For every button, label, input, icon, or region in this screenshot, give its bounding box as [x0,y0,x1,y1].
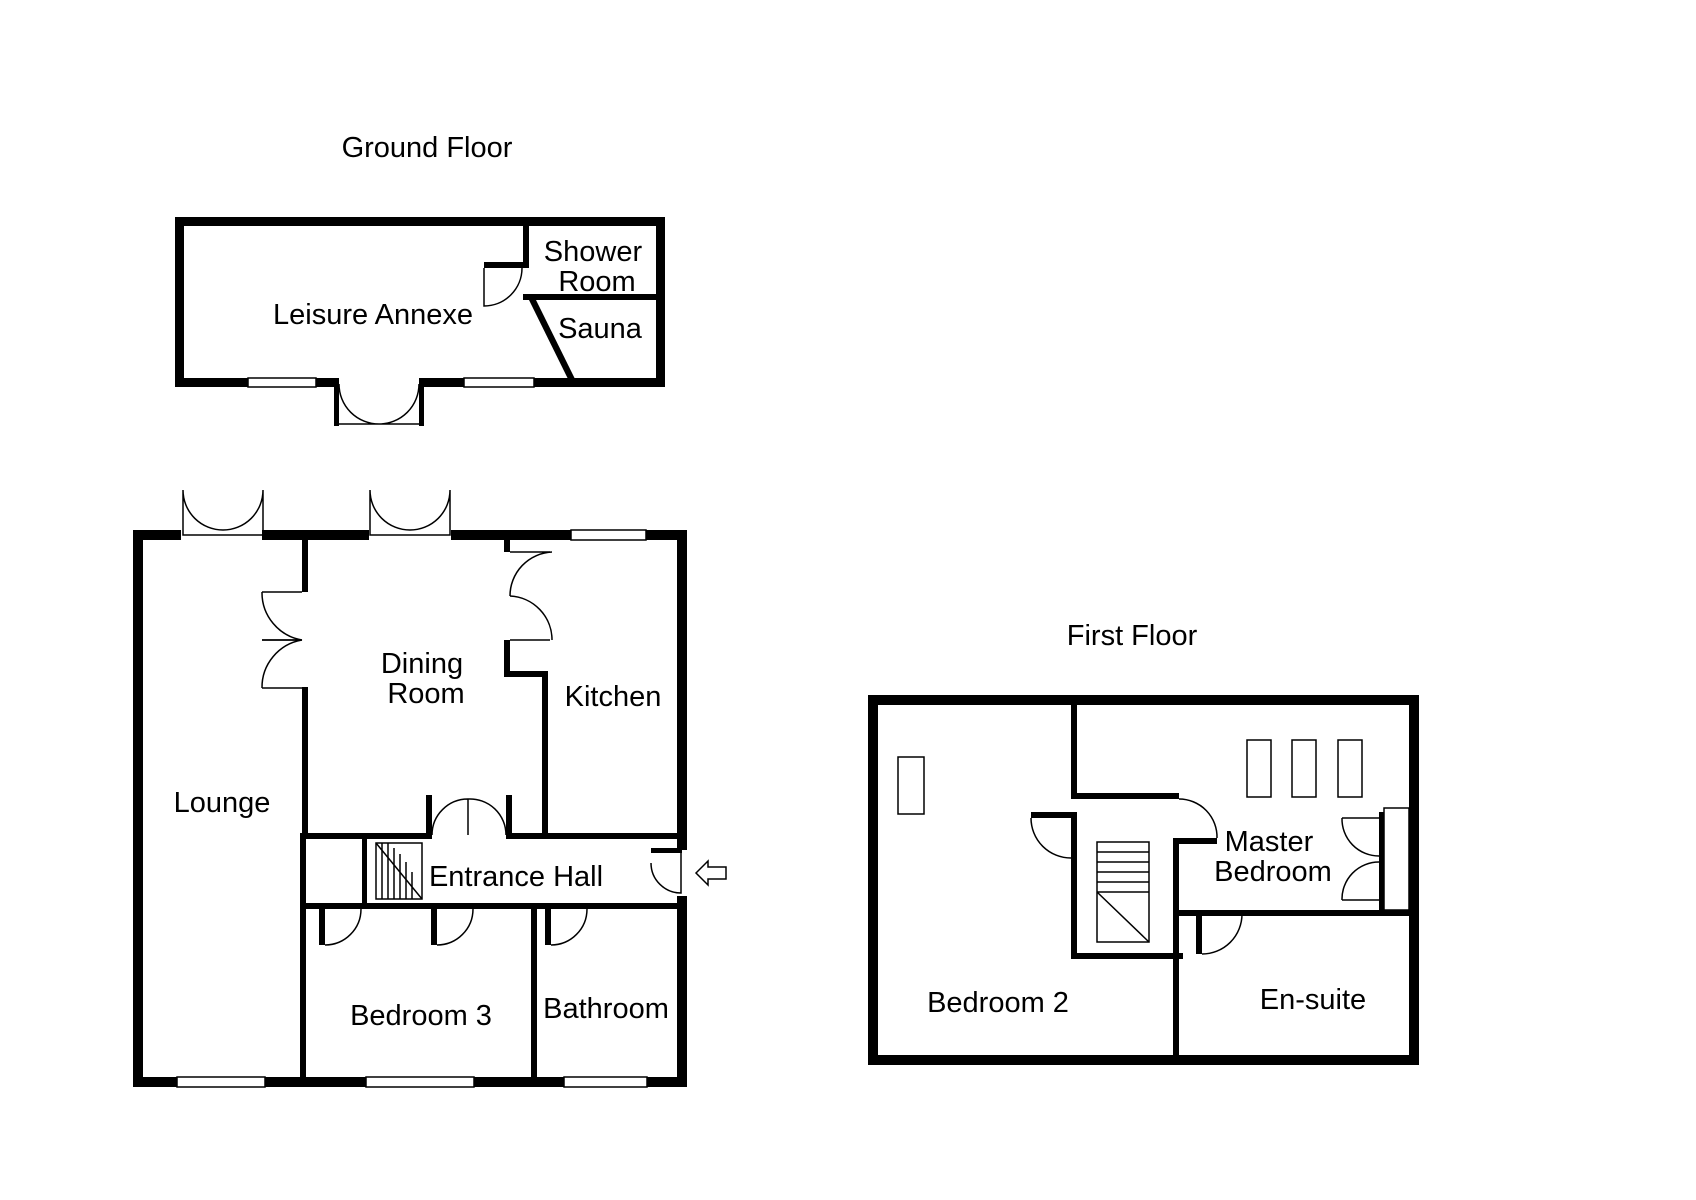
door-swing-icon [550,908,588,946]
window-icon [176,1076,266,1088]
door-swing-icon [1178,798,1218,839]
master-bedroom-label-line2: Bedroom [1214,856,1332,888]
leisure-annexe-plan: Leisure Annexe Shower Room Sauna [175,217,665,426]
window-icon [570,529,647,541]
bedroom-3-label: Bedroom 3 [350,1000,492,1032]
door-swing-icon [1030,817,1072,859]
window-icon [563,1076,648,1088]
window-icon [463,377,535,388]
door-swing-icon [650,853,682,894]
door-swing-icon [261,591,303,641]
door-swing-icon [509,551,553,597]
first-floor-plan: Master Bedroom Bedroom 2 En-suite [868,695,1419,1065]
skylight-icon [1337,739,1363,798]
door-swing-icon [483,267,523,307]
shower-room-label-line1: Shower [544,236,643,268]
sauna-label: Sauna [558,313,643,345]
door-swing-icon [338,383,380,425]
shower-room-label: Shower Room [544,236,650,298]
kitchen-label: Kitchen [565,681,662,713]
ground-floor-plan: Lounge Dining Room Kitchen Entrance Hall… [133,489,727,1088]
door-swing-icon [436,908,474,946]
entrance-hall-label: Entrance Hall [429,861,603,893]
door-swing-icon [369,489,451,536]
skylight-icon [897,756,925,815]
skylight-icon [1246,739,1272,798]
door-swing-icon [431,798,469,836]
shower-room-label-line2: Room [558,266,635,298]
dining-room-label-line2: Room [387,678,464,710]
lounge-label: Lounge [174,787,271,819]
dining-room-label: Dining Room [381,648,471,710]
leisure-annexe-label: Leisure Annexe [273,299,473,331]
staircase-icon [375,842,423,900]
door-swing-icon [1201,913,1243,955]
staircase-icon [1096,841,1150,943]
door-swing-icon [182,489,264,536]
bedroom-2-label: Bedroom 2 [927,987,1069,1019]
skylight-icon [1291,739,1317,798]
entrance-arrow-icon [694,859,727,887]
bathroom-label: Bathroom [543,993,669,1025]
master-bedroom-label-line1: Master [1225,826,1314,858]
dining-room-label-line1: Dining [381,648,463,680]
window-icon [365,1076,475,1088]
door-swing-icon [324,908,362,946]
ground-floor-title: Ground Floor [342,132,513,164]
master-bedroom-label: Master Bedroom [1214,826,1332,888]
en-suite-label: En-suite [1260,984,1366,1016]
window-icon [247,377,317,388]
first-floor-title: First Floor [1067,620,1198,652]
door-swing-icon [1341,817,1380,857]
